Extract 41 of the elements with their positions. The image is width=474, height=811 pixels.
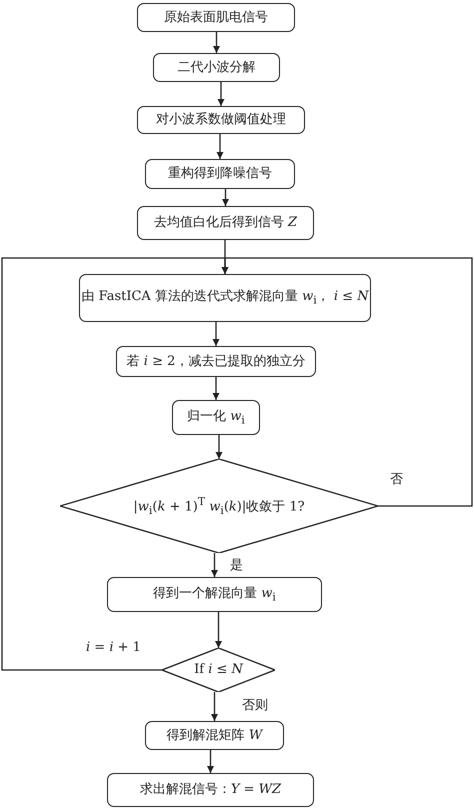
- step-text: 二代小波分解: [178, 60, 256, 76]
- arrow: [207, 750, 214, 773]
- process-box: [145, 159, 295, 189]
- process-box: [137, 3, 295, 32]
- arrow: [212, 377, 220, 400]
- step-text: 重构得到降噪信号: [168, 166, 272, 182]
- process-box: [79, 274, 371, 322]
- step-text: 若 i ≥ 2，减去已提取的独立分: [126, 354, 306, 370]
- decision-diamond: [162, 648, 275, 692]
- arrow: [212, 322, 220, 346]
- step-text: 得到一个解混向量 w$_{i}$: [153, 586, 276, 604]
- step-text: 对小波系数做阈值处理: [156, 112, 286, 128]
- process-box: [137, 206, 314, 240]
- process-box: [153, 53, 280, 82]
- arrow: [218, 82, 224, 106]
- process-box: [107, 773, 314, 807]
- edge-label: 是: [228, 556, 245, 574]
- process-box: [145, 721, 284, 750]
- arrow: [216, 134, 224, 159]
- arrow: [216, 435, 222, 459]
- step-text: 求出解混信号：Y = WZ: [140, 782, 282, 798]
- edge-label: 否: [388, 470, 405, 488]
- arrow: [215, 612, 222, 648]
- arrow: [213, 32, 220, 53]
- process-box: [137, 106, 305, 134]
- arrow: [1, 257, 228, 671]
- arrow: [211, 692, 218, 721]
- arrow: [222, 189, 229, 206]
- decision-diamond: [60, 459, 378, 553]
- arrow: [211, 553, 218, 577]
- step-text: 由 FastICA 算法的迭代式求解混向量 w$_{i}$， i ≤ N: [81, 289, 369, 307]
- step-text: 去均值白化后得到信号 Z: [154, 215, 298, 231]
- step-text: 得到解混矩阵 W: [166, 728, 262, 744]
- process-box: [116, 346, 316, 377]
- process-box: [172, 400, 260, 435]
- process-box: [107, 577, 322, 612]
- step-text: |w$_{i}$(k + 1)$^{T}$ w$_{i}$(k)|收敛于 1?: [133, 495, 305, 517]
- step-text: 归一化 w$_{i}$: [187, 408, 245, 426]
- edge-label: 否则: [240, 696, 270, 714]
- step-text: 原始表面肌电信号: [164, 10, 268, 26]
- step-text: If i ≤ N: [194, 662, 243, 678]
